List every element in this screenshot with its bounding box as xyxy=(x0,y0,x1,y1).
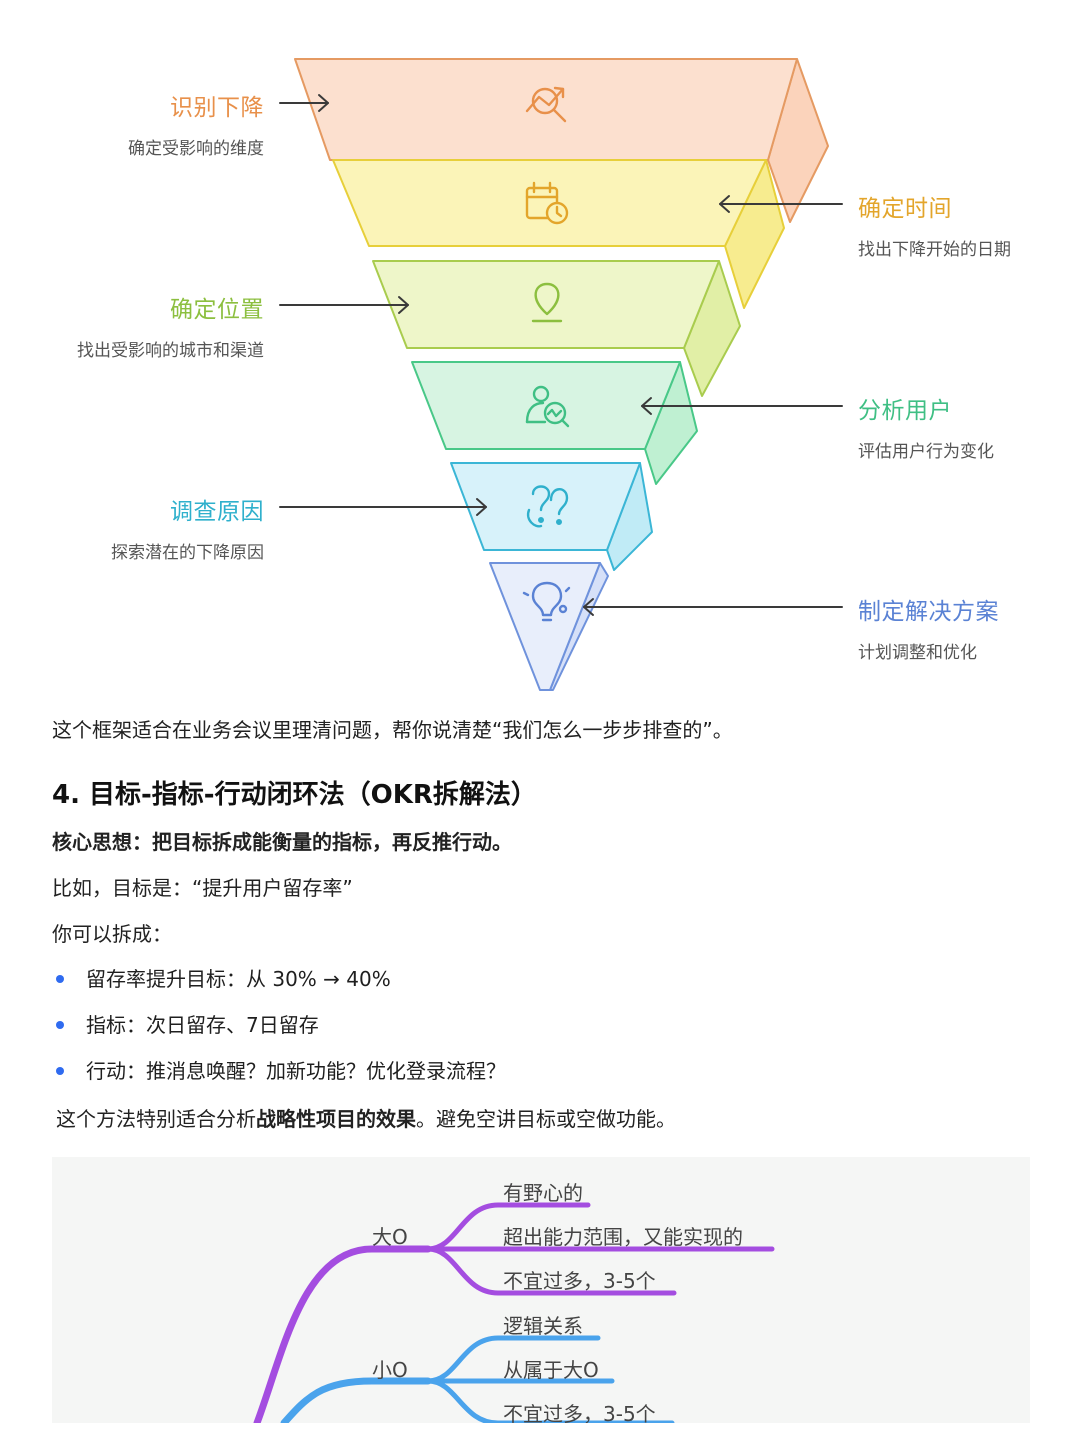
list-item: 指标：次日留存、7日留存 xyxy=(52,1008,506,1054)
section-heading: 4. 目标-指标-行动闭环法（OKR拆解法） xyxy=(52,780,537,810)
arrow-time xyxy=(719,195,843,213)
funnel-stage-front xyxy=(411,361,681,450)
funnel-stage-front xyxy=(332,159,767,247)
summary-bold: 战略性项目的效果 xyxy=(256,1107,416,1131)
funnel-stage-time xyxy=(332,159,785,309)
funnel-stage-users xyxy=(411,361,698,485)
okr-bullet-list: 留存率提升目标：从 30% → 40% 指标：次日留存、7日留存 行动：推消息唤… xyxy=(52,962,506,1100)
lightbulb-icon xyxy=(522,581,571,622)
arrow-cause xyxy=(279,498,487,516)
funnel-stage-front xyxy=(372,260,720,349)
list-item: 行动：推消息唤醒？加新功能？优化登录流程？ xyxy=(52,1054,506,1100)
mindmap-leaf: 有野心的 xyxy=(503,1181,583,1205)
arrow-identify xyxy=(279,94,329,112)
stage-title-time: 确定时间 xyxy=(858,196,952,222)
arrow-solution xyxy=(583,598,843,616)
summary-line: 这个方法特别适合分析战略性项目的效果。避免空讲目标或空做功能。 xyxy=(56,1103,676,1132)
stage-title-location: 确定位置 xyxy=(170,297,264,323)
arrow-location xyxy=(279,296,409,314)
mindmap-node-big-o: 大O xyxy=(372,1225,408,1249)
stage-title-identify: 识别下降 xyxy=(170,95,264,121)
calendar-clock-icon xyxy=(525,181,569,225)
funnel-stage-identify xyxy=(294,58,829,223)
mindmap-branches xyxy=(253,1202,775,1423)
funnel-stage-solution xyxy=(489,562,609,691)
mindmap-leaf: 不宜过多，3-5个 xyxy=(503,1402,656,1423)
user-analysis-icon xyxy=(525,385,570,428)
stage-title-users: 分析用户 xyxy=(858,398,952,424)
summary-prefix: 这个方法特别适合分析 xyxy=(56,1107,256,1131)
mindmap-branch-small xyxy=(280,1377,432,1423)
funnel-diagram xyxy=(279,58,843,691)
summary-suffix: 。避免空讲目标或空做功能。 xyxy=(416,1107,676,1131)
stage-subtitle-cause: 探索潜在的下降原因 xyxy=(111,543,264,563)
stage-subtitle-solution: 计划调整和优化 xyxy=(858,643,977,663)
funnel-stage-front xyxy=(489,562,601,691)
stage-subtitle-location: 找出受影响的城市和渠道 xyxy=(77,341,264,361)
stage-title-solution: 制定解决方案 xyxy=(858,599,999,625)
example-line: 比如，目标是：“提升用户留存率” xyxy=(52,876,353,900)
location-pin-icon xyxy=(531,282,563,323)
mindmap-leaf: 超出能力范围，又能实现的 xyxy=(503,1225,743,1249)
mindmap-leaf: 从属于大O xyxy=(503,1358,599,1382)
search-chart-icon xyxy=(525,86,567,123)
framework-note: 这个框架适合在业务会议里理清问题，帮你说清楚“我们怎么一步步排查的”。 xyxy=(52,718,733,742)
funnel-stage-location xyxy=(372,260,741,397)
funnel-stage-front xyxy=(450,462,641,551)
okr-mindmap: 大O 有野心的 超出能力范围，又能实现的 不宜过多，3-5个 小O 逻辑关系 从… xyxy=(52,1157,1030,1423)
question-marks-icon xyxy=(526,485,569,528)
mindmap-branch xyxy=(425,1246,677,1296)
stage-subtitle-users: 评估用户行为变化 xyxy=(858,442,994,462)
stage-subtitle-time: 找出下降开始的日期 xyxy=(858,240,1011,260)
mindmap-leaf: 不宜过多，3-5个 xyxy=(503,1269,656,1293)
mindmap-branch-big xyxy=(253,1245,432,1423)
funnel-stage-front xyxy=(294,58,798,161)
mindmap-leaf: 逻辑关系 xyxy=(503,1314,583,1338)
arrow-users xyxy=(641,397,843,415)
split-line: 你可以拆成： xyxy=(52,922,172,946)
stage-title-cause: 调查原因 xyxy=(170,499,264,525)
stage-subtitle-identify: 确定受影响的维度 xyxy=(128,139,264,159)
mindmap-branch xyxy=(425,1378,675,1423)
funnel-stage-cause xyxy=(450,462,653,571)
list-item: 留存率提升目标：从 30% → 40% xyxy=(52,962,506,1008)
core-idea: 核心思想：把目标拆成能衡量的指标，再反推行动。 xyxy=(52,830,512,854)
mindmap-node-small-o: 小O xyxy=(372,1358,408,1382)
